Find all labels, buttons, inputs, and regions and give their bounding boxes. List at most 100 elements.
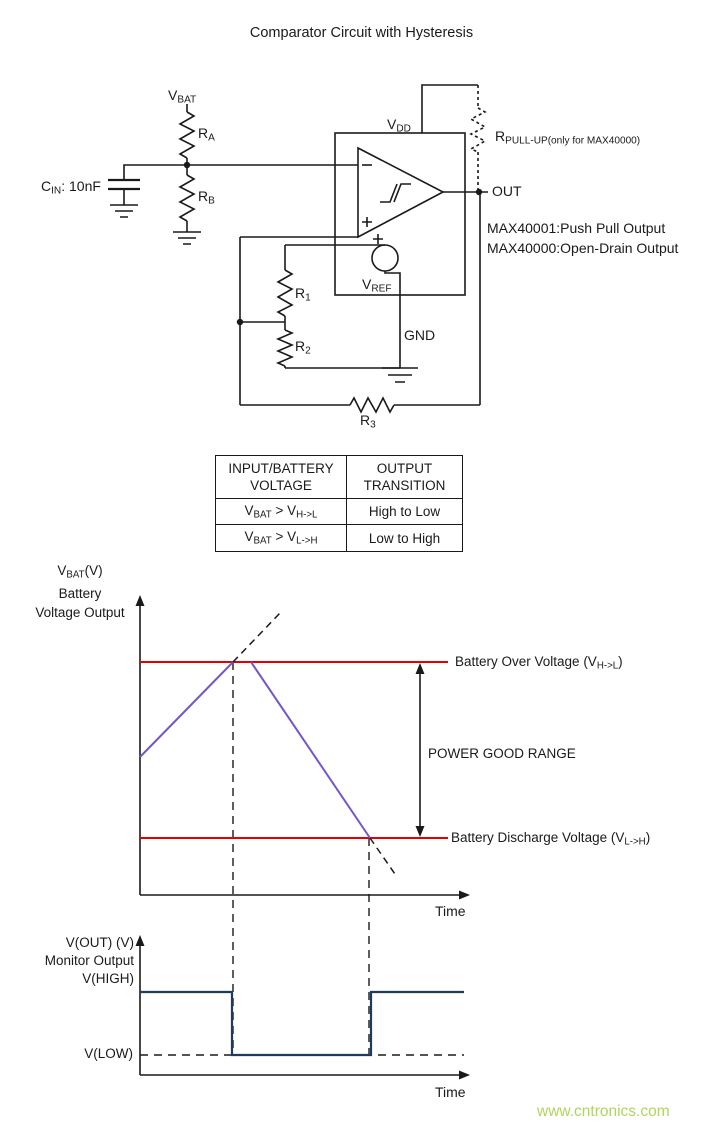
g2-ylabel-vhigh: V(HIGH) — [82, 971, 134, 986]
cin-base: C — [41, 178, 52, 194]
capacitor-cin — [108, 178, 140, 191]
cond-text: V — [244, 503, 254, 518]
resistor-r2 — [275, 329, 295, 367]
r1-sub: 1 — [305, 292, 311, 304]
vbat-rising-projection — [232, 612, 281, 663]
cond-text: V — [244, 529, 254, 545]
gnd-label: GND — [404, 327, 436, 343]
rb-sub: B — [208, 195, 215, 207]
rb-base: R — [198, 188, 209, 204]
cond-op: > — [271, 529, 288, 545]
over-prefix: Battery Over Voltage (V — [455, 654, 597, 669]
rpullup-base: R — [495, 128, 506, 144]
r2-sub: 2 — [305, 345, 311, 357]
cin-value: : 10nF — [61, 178, 101, 194]
hysteresis-icon — [380, 183, 411, 203]
g2-ylabel-line1: V(OUT) (V) — [65, 935, 134, 950]
r1-label: R1 — [295, 285, 311, 304]
vbat-label: VBAT — [168, 87, 196, 106]
circuit-schematic — [108, 84, 488, 414]
r3-sub: 3 — [370, 419, 376, 431]
transition-cell: Low to High — [346, 524, 463, 552]
rpullup-label: RPULL-UP(only for MAX40000) — [495, 128, 640, 147]
ground-symbol-main — [382, 367, 418, 383]
ra-base: R — [198, 125, 209, 141]
vdd-base: V — [387, 116, 397, 132]
r2-label: R2 — [295, 338, 311, 357]
vref-sub: REF — [371, 283, 392, 295]
page-title: Comparator Circuit with Hysteresis — [249, 25, 474, 41]
transition-cell: High to Low — [346, 497, 463, 526]
out-label: OUT — [492, 183, 522, 199]
rpullup-note: (only for MAX40000) — [547, 135, 641, 147]
plus-input-icon — [362, 217, 372, 227]
vbat-rising-line — [139, 661, 234, 758]
vbat-base: V — [168, 87, 178, 103]
header-cell-text: VOLTAGE — [250, 478, 312, 493]
cin-label: CIN: 10nF — [41, 178, 101, 197]
g1-y-axis-arrow-icon — [135, 595, 145, 606]
wire-vref-gnd — [384, 271, 401, 368]
max40000-note: MAX40000:Open-Drain Output — [487, 240, 679, 256]
vout-waveform — [140, 990, 464, 1057]
g1-yl1-suffix: (V) — [84, 563, 103, 578]
cond-text: V — [287, 529, 297, 545]
header-cell-text: TRANSITION — [363, 478, 446, 493]
cond-text: V — [287, 503, 297, 518]
discharge-sub: L->H — [624, 836, 646, 848]
cond-sub: H->L — [296, 509, 318, 521]
vbat-falling-line — [250, 661, 371, 839]
cond-op: > — [271, 503, 288, 518]
condition-cell: VBAT > VL->H — [215, 524, 347, 552]
watermark: www.cntronics.com — [537, 1103, 670, 1120]
range-arrow-down-icon — [415, 826, 425, 837]
header-cell-text: OUTPUT — [376, 461, 433, 476]
resistor-ra — [178, 111, 196, 159]
vref-source-circle — [371, 244, 399, 272]
resistor-rb — [178, 174, 196, 222]
g1-ylabel-line1: VBAT(V) — [57, 563, 103, 580]
g2-y-axis-arrow-icon — [135, 935, 145, 946]
r2-base: R — [295, 338, 306, 354]
cond-sub: L->H — [296, 535, 318, 547]
header-output-transition: OUTPUT TRANSITION — [346, 455, 463, 499]
g2-time-label: Time — [435, 1084, 466, 1100]
table-row: VBAT > VH->L High to Low — [215, 497, 463, 526]
g1-time-label: Time — [435, 903, 466, 919]
power-good-range-label: POWER GOOD RANGE — [428, 746, 576, 761]
vbat-sub: BAT — [177, 94, 197, 106]
g1-yl1-base: V — [57, 563, 67, 578]
ra-sub: A — [208, 132, 215, 144]
g1-ylabel-line3: Voltage Output — [35, 605, 125, 621]
graph-battery-voltage — [135, 595, 470, 1056]
over-sub: H->L — [596, 660, 619, 672]
vlow-label: V(LOW) — [84, 1046, 133, 1061]
vref-base: V — [362, 276, 372, 292]
cond-sub: BAT — [253, 509, 272, 521]
junction-dot-feedback — [236, 318, 244, 326]
over-suffix: ) — [618, 654, 623, 669]
vdd-sub: DD — [396, 123, 411, 135]
over-voltage-label: Battery Over Voltage (VH->L) — [455, 654, 623, 672]
vdd-label: VDD — [387, 116, 411, 135]
rb-label: RB — [198, 188, 215, 207]
vref-plus-icon — [373, 234, 383, 244]
resistor-r1 — [276, 269, 294, 317]
r3-label: R3 — [360, 412, 376, 431]
max40001-note: MAX40001:Push Pull Output — [487, 220, 666, 236]
resistor-r3 — [349, 396, 395, 414]
vbat-falling-projection — [369, 837, 398, 878]
table-row: VBAT > VL->H Low to High — [215, 524, 463, 552]
condition-cell: VBAT > VH->L — [215, 497, 347, 526]
ground-symbol-rb — [173, 231, 201, 245]
ground-symbol-cin — [110, 204, 138, 218]
discharge-voltage-label: Battery Discharge Voltage (VL->H) — [451, 830, 650, 848]
graph-monitor-output — [135, 935, 470, 1080]
junction-dot-out — [475, 188, 483, 196]
g1-x-axis-arrow-icon — [459, 890, 470, 900]
